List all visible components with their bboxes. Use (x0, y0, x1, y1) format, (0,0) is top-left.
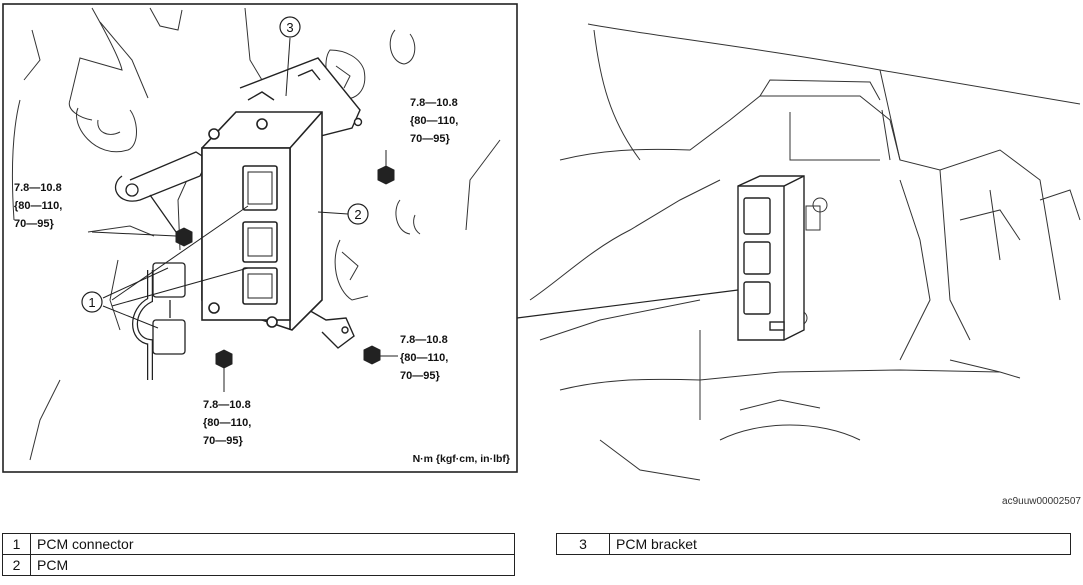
torque-spec-lower-right: 7.8—10.8 {80—110, 70—95} (400, 334, 448, 382)
legend-table-right: 3 PCM bracket (556, 533, 1071, 555)
legend-number: 3 (556, 533, 610, 555)
svg-text:{80—110,: {80—110, (400, 352, 448, 364)
callout-3: 3 (279, 16, 301, 38)
figure-id: ac9uuw00002507 (1002, 496, 1081, 507)
svg-text:70—95}: 70—95} (14, 218, 54, 230)
leader-lines (91, 37, 398, 392)
svg-text:2: 2 (354, 207, 361, 222)
svg-text:7.8—10.8: 7.8—10.8 (14, 182, 62, 194)
legend-number: 2 (2, 554, 31, 576)
torque-spec-left: 7.8—10.8 {80—110, 70—95} (14, 182, 62, 230)
svg-text:3: 3 (286, 20, 293, 35)
detail-view: 1 2 3 7.8—10.8 {80—110, 70—95} 7.8—10.8 … (2, 3, 518, 473)
wiring-harness (115, 151, 209, 380)
legend-table-left: 1 PCM connector 2 PCM (2, 533, 515, 576)
nut-icon (363, 345, 381, 365)
svg-text:{80—110,: {80—110, (410, 115, 458, 127)
pcm-overview (737, 175, 805, 341)
legend-row: 3 PCM bracket (556, 533, 1071, 555)
torque-spec-upper-right: 7.8—10.8 {80—110, 70—95} (410, 97, 458, 145)
background-sketch (11, 7, 501, 461)
pcm-installation-diagram: 1 2 3 7.8—10.8 {80—110, 70—95} 7.8—10.8 … (2, 3, 1081, 481)
svg-text:7.8—10.8: 7.8—10.8 (410, 97, 458, 109)
svg-text:1: 1 (88, 295, 95, 310)
svg-text:7.8—10.8: 7.8—10.8 (400, 334, 448, 346)
svg-text:{80—110,: {80—110, (14, 200, 62, 212)
legend-label: PCM connector (30, 533, 515, 555)
svg-text:70—95}: 70—95} (400, 370, 440, 382)
legend-label: PCM (30, 554, 515, 576)
svg-text:7.8—10.8: 7.8—10.8 (203, 399, 251, 411)
legend-row: 2 PCM (2, 554, 515, 576)
legend-number: 1 (2, 533, 31, 555)
torque-spec-bottom: 7.8—10.8 {80—110, 70—95} (203, 399, 251, 447)
nut-icon (175, 227, 193, 247)
detail-pointer-line (516, 289, 739, 319)
pcm-module (201, 111, 323, 331)
torque-units: N·m {kgf·cm, in·lbf} (413, 453, 510, 465)
engine-bay-overview (529, 23, 1081, 481)
nut-icon (215, 349, 233, 369)
callout-2: 2 (347, 203, 369, 225)
svg-text:{80—110,: {80—110, (203, 417, 251, 429)
nut-icon (377, 165, 395, 185)
callout-1: 1 (81, 291, 103, 313)
legend-row: 1 PCM connector (2, 533, 515, 555)
legend-label: PCM bracket (609, 533, 1071, 555)
svg-text:70—95}: 70—95} (203, 435, 243, 447)
mounting-nuts (175, 165, 395, 369)
svg-text:70—95}: 70—95} (410, 133, 450, 145)
